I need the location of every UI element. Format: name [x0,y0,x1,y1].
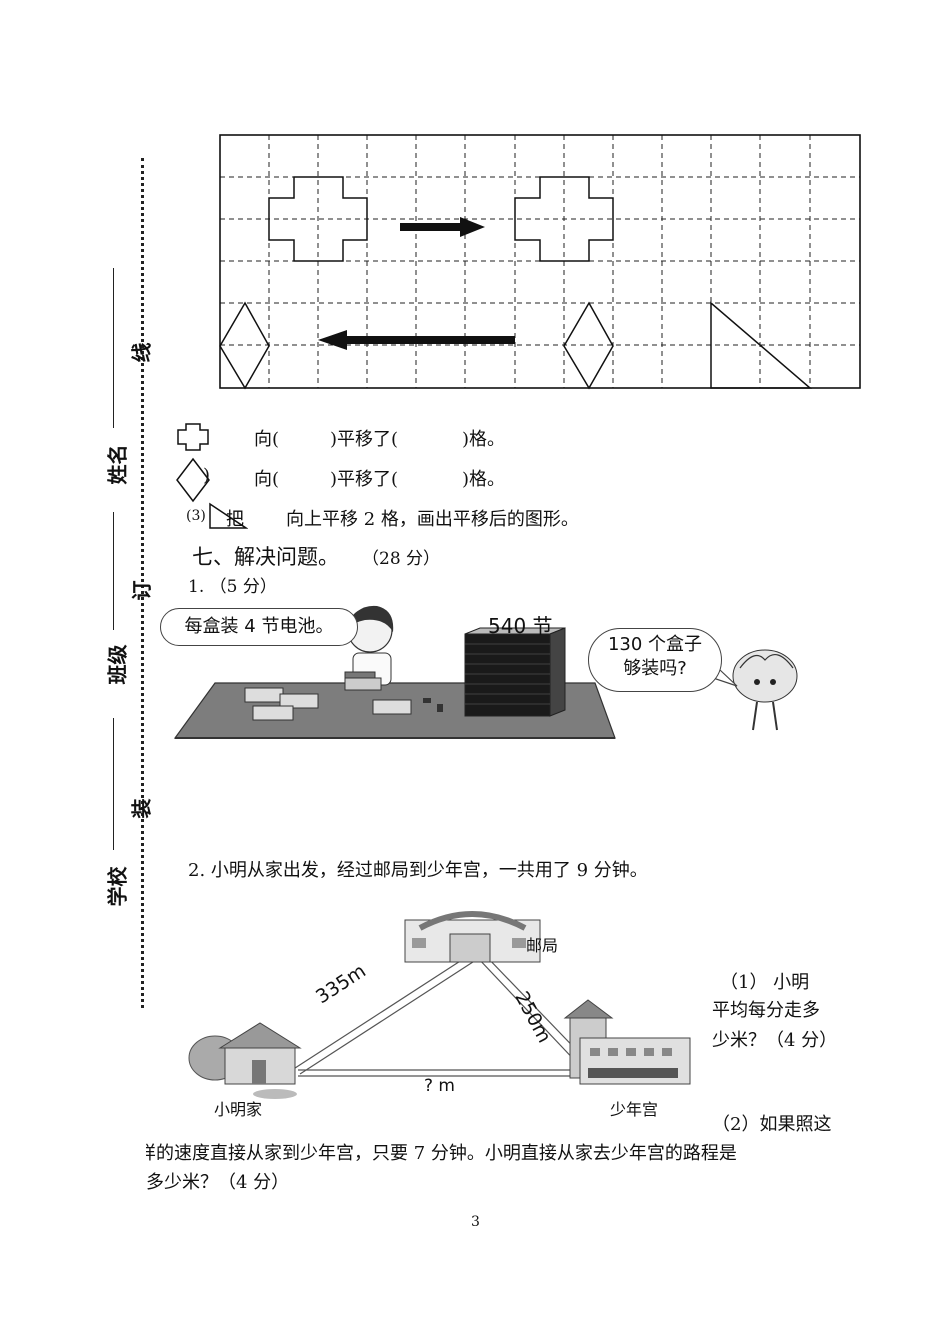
q1-bubble-right-line2: 够装吗? [623,658,687,679]
arrow-right [400,217,485,237]
section-score: （28 分） [362,549,441,569]
name-fill-line[interactable] [113,268,114,428]
q-line2-blank-count[interactable] [420,485,460,486]
q-line1-blank-count[interactable] [420,445,460,446]
box-3 [252,705,294,721]
q-line2-paren: ) [203,465,211,486]
q-line3-number: (3) [186,508,206,524]
school-label: 学校 [105,866,130,907]
battery-stack [464,627,566,717]
road-home-post [291,955,477,1075]
section-heading: 七、解决问题。 [192,545,339,569]
q-line1-middle: )平移了( [330,429,399,450]
q2-sub1-line2: 平均每分走多 [712,1000,820,1021]
q2-text: 2. 小明从家出发，经过邮局到少年宫，一共用了 9 分钟。 [188,860,648,881]
q-line2-end: )格。 [462,469,506,490]
box-4 [372,699,412,715]
cross-shape-left [268,176,368,262]
q2-sub1-line1: （1） 小明 [720,972,810,993]
q-line2-middle: )平移了( [330,469,399,490]
q-line1-direction: 向( [254,429,280,450]
q2-sub2-line1: （2）如果照这 [712,1114,832,1135]
q1-label: 1. （5 分） [188,577,277,597]
q-line3-ba: 把 [226,509,244,530]
home-building [188,1022,302,1099]
translation-grid [219,134,861,390]
q-line1-blank-direction[interactable] [285,445,325,446]
q-line2-blank-direction[interactable] [285,485,325,486]
q1-battery-count: 540 节 [488,614,553,638]
palace-building [563,999,691,1085]
margin-mark-xian: 线 [129,342,154,363]
class-fill-line[interactable] [113,512,114,630]
q1-bubble-right-line1: 130 个盒子 [607,634,703,655]
q1-illustration [173,605,798,739]
cabbage-character [732,649,798,731]
q-line2-direction: 向( [254,469,280,490]
q1-bubble-left-text: 每盒装 4 节电池。 [184,616,334,637]
diamond-shape-right [563,301,614,390]
triangle-icon [209,502,248,529]
q2-sub1-line3: 少米？（4 分） [712,1030,838,1051]
q-line1-end: )格。 [462,429,506,450]
post-office-building [404,911,541,963]
road-home-palace [298,1069,575,1077]
q1-bubble-left: 每盒装 4 节电池。 [160,608,358,646]
q2-sub2-line2: 样的速度直接从家到少年宫，只要 7 分钟。小明直接从家去少年宫的路程是 [146,1139,850,1165]
q2-route-illustration [188,911,691,1099]
q2-sub2-line2-text: 样的速度直接从家到少年宫，只要 7 分钟。小明直接从家去少年宫的路程是 [146,1143,737,1164]
diamond-shape-left [219,301,270,390]
margin-mark-zhuang: 装 [129,798,154,819]
q1-bubble-right: 130 个盒子 够装吗? [588,628,722,692]
triangle-shape [710,301,813,389]
school-fill-line[interactable] [113,718,114,850]
binding-dotted-line [141,158,144,1008]
q2-sub2-line3: 多少米？（4 分） [146,1172,290,1193]
q2-label-palace: 少年宫 [610,1100,659,1119]
cross-shape-right [514,176,614,262]
box-1 [244,687,284,703]
box-2 [279,693,319,709]
name-label: 姓名 [105,444,130,485]
diamond-icon [176,457,210,503]
page-number: 3 [471,1214,480,1230]
q-line3-text: 向上平移 2 格，画出平移后的图形。 [286,509,579,530]
cross-icon [177,423,209,451]
q2-label-home: 小明家 [214,1100,263,1119]
q2-distance-unknown: ? m [424,1076,455,1096]
box-5 [344,677,382,691]
margin-mark-ding: 订 [129,580,154,601]
q2-label-post-office: 邮局 [526,936,559,955]
class-label: 班级 [105,644,130,685]
